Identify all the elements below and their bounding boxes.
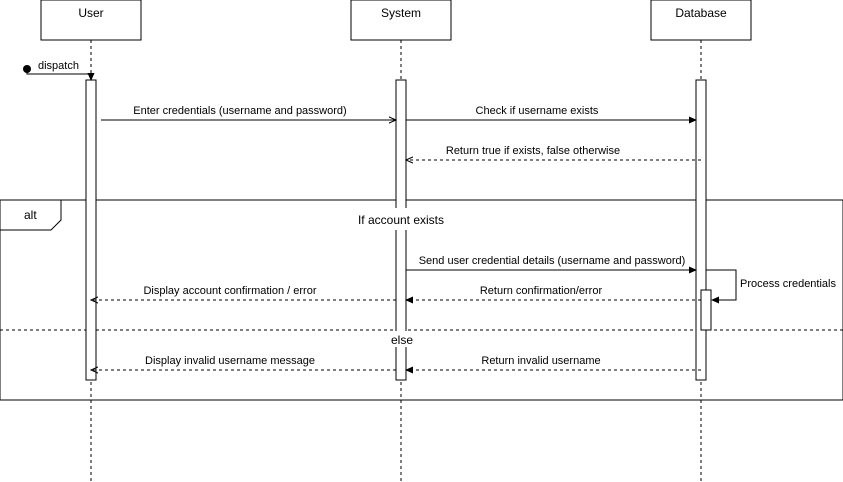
activation-database-nested — [700, 289, 712, 331]
participant-system[interactable]: System — [350, 0, 452, 41]
alt-operator-tab — [0, 199, 62, 231]
message-return-exists[interactable]: Return true if exists, false otherwise — [406, 145, 701, 160]
participant-user[interactable]: User — [40, 0, 142, 41]
activation-database — [695, 79, 707, 381]
alt-guard-label: If account exists — [358, 213, 444, 227]
participant-system-label: System — [381, 6, 421, 20]
message-label: Enter credentials (username and password… — [133, 105, 346, 117]
message-label: Check if username exists — [476, 105, 599, 117]
found-message-label: dispatch — [38, 60, 79, 72]
message-enter-credentials[interactable]: Enter credentials (username and password… — [101, 105, 396, 120]
message-label: Display invalid username message — [145, 355, 315, 367]
message-label: Process credentials — [740, 278, 836, 290]
message-label: Return invalid username — [481, 355, 600, 367]
else-label: else — [391, 333, 413, 347]
message-return-invalid[interactable]: Return invalid username — [406, 355, 701, 370]
message-send-credentials[interactable]: Send user credential details (username a… — [406, 255, 696, 270]
found-message-dispatch[interactable]: dispatch — [23, 60, 91, 80]
message-return-confirmation[interactable]: Return confirmation/error — [406, 285, 701, 300]
message-label: Send user credential details (username a… — [419, 255, 686, 267]
message-label: Return true if exists, false otherwise — [446, 145, 620, 157]
message-display-invalid[interactable]: Display invalid username message — [91, 355, 396, 370]
participant-database-label: Database — [675, 6, 727, 20]
activation-user — [85, 79, 97, 381]
message-process-credentials[interactable]: Process credentials — [706, 269, 836, 300]
message-label: Display account confirmation / error — [143, 285, 316, 297]
message-label: Return confirmation/error — [480, 285, 603, 297]
message-check-username[interactable]: Check if username exists — [406, 105, 696, 120]
message-display-confirmation[interactable]: Display account confirmation / error — [91, 285, 396, 300]
participant-database[interactable]: Database — [650, 0, 752, 41]
alt-operator-label: alt — [24, 208, 37, 222]
participant-user-label: User — [78, 6, 103, 20]
